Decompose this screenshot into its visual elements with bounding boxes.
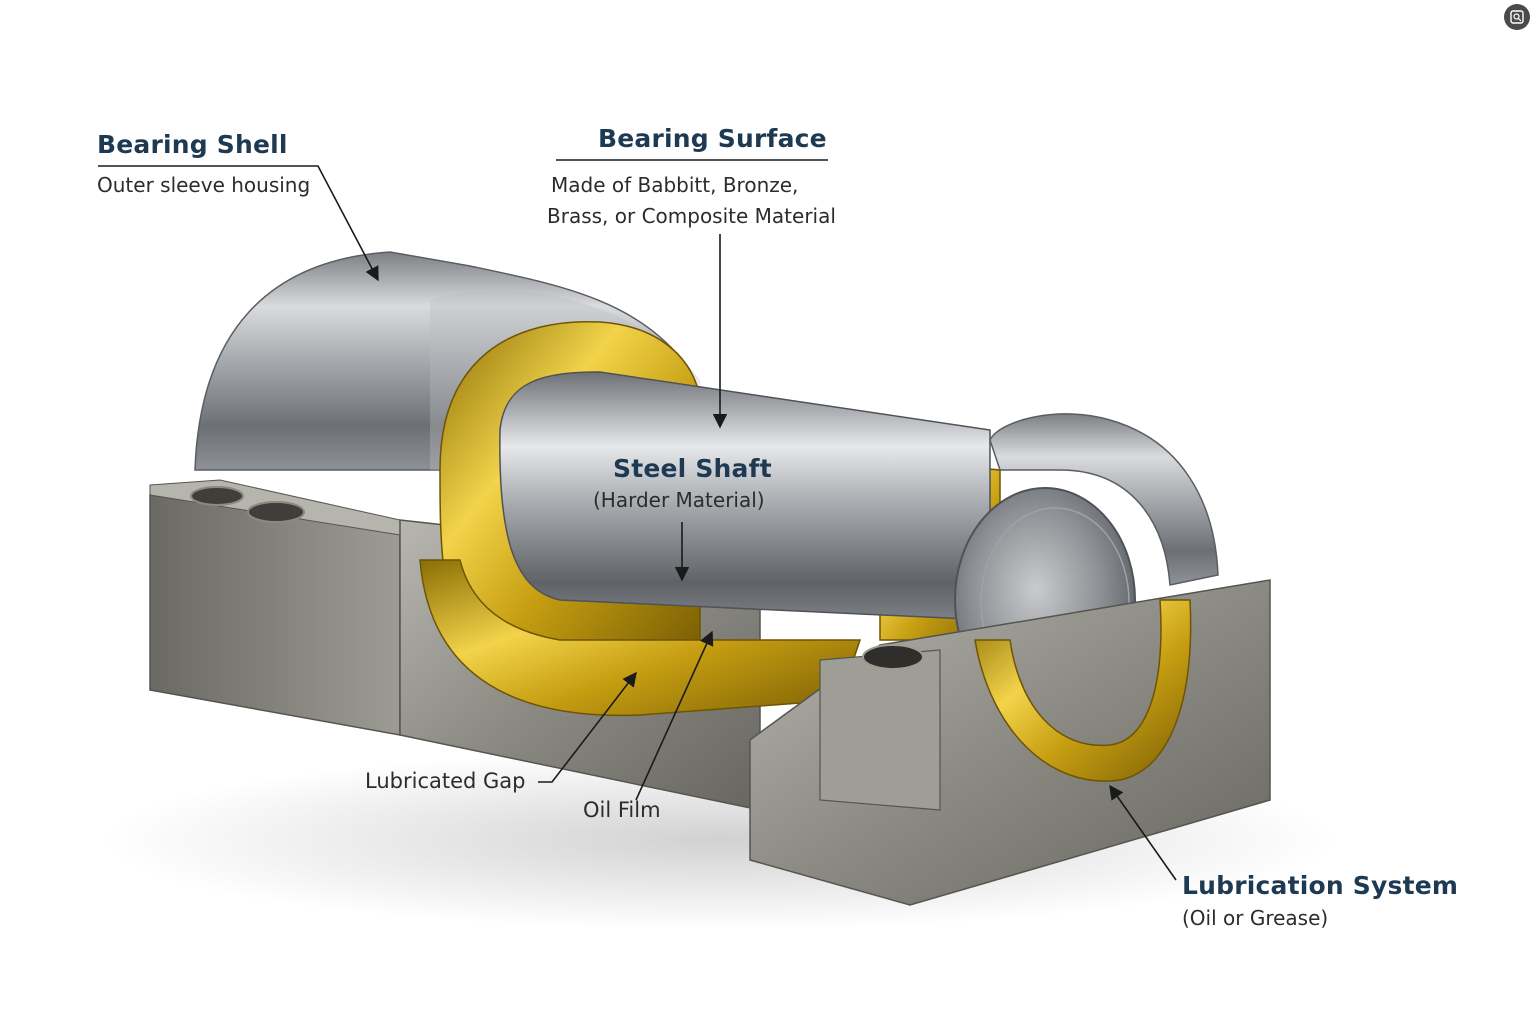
lubrication-system-desc: (Oil or Grease) <box>1182 903 1328 934</box>
image-search-icon <box>1510 10 1524 24</box>
bearing-surface-desc-line1: Made of Babbitt, Bronze, <box>551 170 798 201</box>
steel-shaft-desc: (Harder Material) <box>593 485 765 516</box>
bearing-shell-title: Bearing Shell <box>97 130 288 159</box>
lubricated-gap-label: Lubricated Gap <box>365 769 525 793</box>
lubrication-system-title: Lubrication System <box>1182 871 1458 900</box>
bearing-shell-desc: Outer sleeve housing <box>97 170 310 201</box>
steel-shaft-title: Steel Shaft <box>613 454 772 483</box>
image-search-button[interactable] <box>1504 4 1530 30</box>
bearing-surface-desc-line2: Brass, or Composite Material <box>547 201 836 232</box>
bearing-surface-title: Bearing Surface <box>598 124 827 153</box>
oil-film-label: Oil Film <box>583 798 661 822</box>
